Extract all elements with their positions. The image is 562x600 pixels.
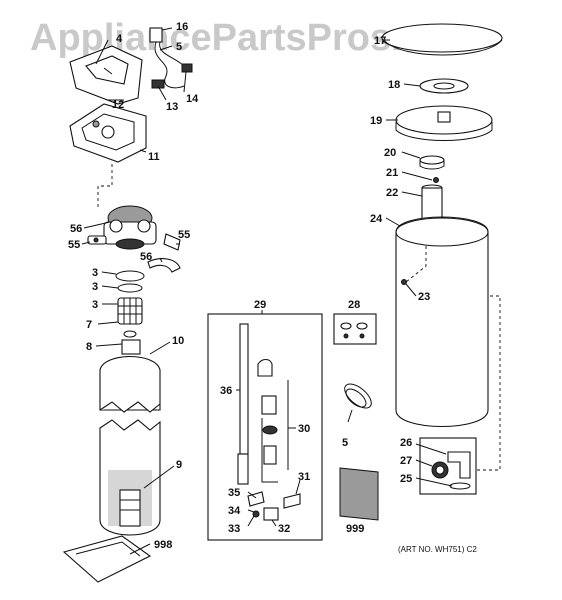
part-label-55b: 55 xyxy=(178,229,190,241)
part-label-19: 19 xyxy=(370,115,382,127)
part-label-12: 12 xyxy=(112,99,124,111)
part-label-13: 13 xyxy=(166,101,178,113)
grommet xyxy=(433,177,439,183)
distributor-basket xyxy=(117,297,143,338)
o-rings xyxy=(115,270,145,293)
resin-tank xyxy=(99,339,161,536)
part-label-4: 4 xyxy=(116,33,123,45)
owner-manual xyxy=(339,467,379,521)
part-label-7: 7 xyxy=(86,319,92,331)
part-label-25: 25 xyxy=(400,473,412,485)
wire-harness xyxy=(149,27,193,89)
part-label-23: 23 xyxy=(418,291,430,303)
control-housing xyxy=(69,103,147,163)
part-label-9: 9 xyxy=(176,459,182,471)
dash-guide-1 xyxy=(97,164,113,208)
leader-lines xyxy=(81,27,453,555)
part-label-55a: 55 xyxy=(68,239,80,251)
resin-bag xyxy=(62,535,152,583)
valve-clips-left xyxy=(87,235,107,245)
part-label-18: 18 xyxy=(388,79,400,91)
part-label-999: 999 xyxy=(346,523,364,535)
part-label-32: 32 xyxy=(278,523,290,535)
part-label-14: 14 xyxy=(186,93,199,105)
part-label-24: 24 xyxy=(370,213,383,225)
dash-guide-2 xyxy=(476,295,501,471)
well-cap xyxy=(419,155,445,170)
part-label-998: 998 xyxy=(154,539,172,551)
lid-gasket xyxy=(419,78,469,94)
part-label-8: 8 xyxy=(86,341,92,353)
part-label-17: 17 xyxy=(374,35,386,47)
part-label-22: 22 xyxy=(386,187,398,199)
part-labels: 16 4 5 12 13 14 11 56 55 55 56 3 3 3 7 8… xyxy=(68,21,430,551)
part-label-56a: 56 xyxy=(70,223,82,235)
part-label-30: 30 xyxy=(298,423,310,435)
part-label-35: 35 xyxy=(228,487,240,499)
brine-cover xyxy=(395,105,493,141)
part-label-36: 36 xyxy=(220,385,232,397)
brine-tank xyxy=(395,216,489,428)
part-label-5: 5 xyxy=(176,41,182,53)
valve-body xyxy=(103,205,157,250)
part-label-20: 20 xyxy=(384,147,396,159)
part-label-56b: 56 xyxy=(140,251,152,263)
brine-tube-coil xyxy=(344,383,372,409)
part-label-21: 21 xyxy=(386,167,398,179)
part-label-10: 10 xyxy=(172,335,184,347)
part-label-3a: 3 xyxy=(92,267,98,279)
part-label-11: 11 xyxy=(148,151,160,163)
part-label-29: 29 xyxy=(254,299,266,311)
part-label-27: 27 xyxy=(400,455,412,467)
part-label-26: 26 xyxy=(400,437,412,449)
part-label-31: 31 xyxy=(298,471,310,483)
part-label-3c: 3 xyxy=(92,299,98,311)
part-label-34: 34 xyxy=(228,505,241,517)
overflow-fittings-box xyxy=(333,313,377,345)
part-label-5b: 5 xyxy=(342,437,348,449)
brine-valve-assembly xyxy=(237,323,301,521)
part-label-3b: 3 xyxy=(92,281,98,293)
part-label-33: 33 xyxy=(228,523,240,535)
salt-lid xyxy=(381,23,503,56)
part-label-16: 16 xyxy=(176,21,188,33)
part-label-28: 28 xyxy=(348,299,360,311)
art-number: (ART NO. WH751) C2 xyxy=(398,545,477,554)
